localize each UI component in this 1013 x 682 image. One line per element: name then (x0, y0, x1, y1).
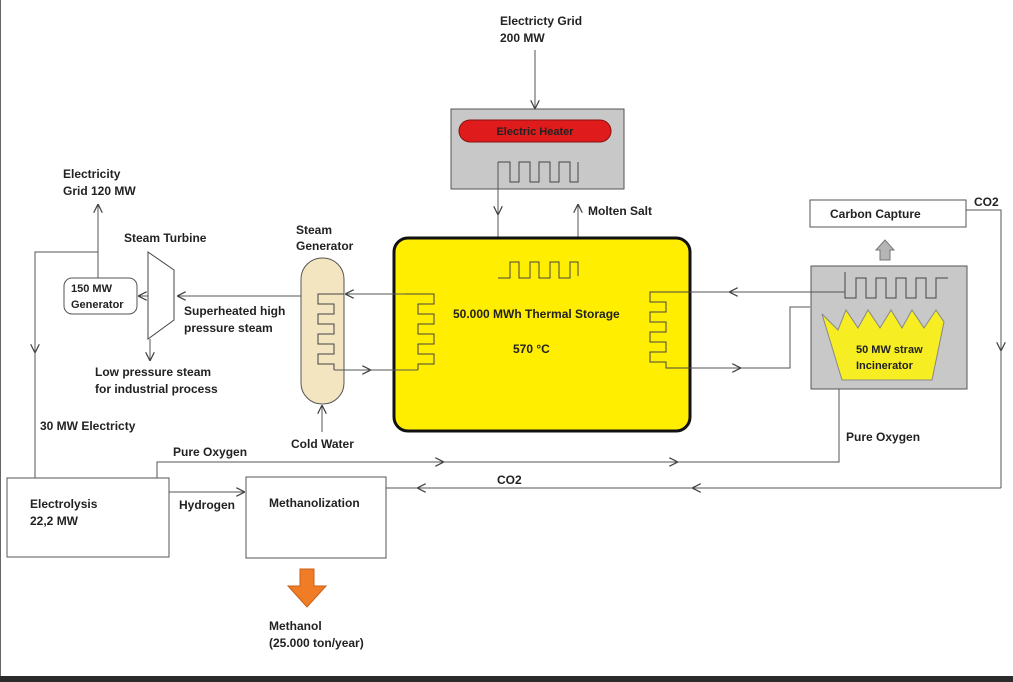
electrolysis-label-2: 22,2 MW (30, 514, 79, 528)
heater-element (458, 119, 612, 143)
co2-down-arrow (966, 209, 1001, 350)
carbon-capture-label: Carbon Capture (830, 207, 921, 221)
flame-icon (821, 308, 945, 381)
electricity-30-label: 30 MW Electricty (40, 419, 136, 433)
steam-generator-vessel (300, 257, 345, 405)
incinerator-label-2: Incinerator (856, 360, 914, 372)
storage-left-coil (405, 293, 435, 370)
grid-left-label-2: Grid 120 MW (63, 184, 136, 198)
methanolization-box (245, 476, 387, 559)
storage-top-coil (498, 261, 579, 279)
generator-label-2: Generator (71, 299, 124, 311)
steam-turbine-shape (147, 251, 175, 340)
methanol-down-arrow-icon (286, 568, 328, 608)
steam-gen-label-1: Steam (296, 223, 332, 237)
storage-temp-label: 570 °C (513, 342, 550, 356)
methanol-label-1: Methanol (269, 619, 322, 633)
co2-right-label: CO2 (974, 195, 999, 209)
incinerator-coil (844, 272, 948, 299)
bottom-bar (0, 676, 1013, 682)
steam-gen-label-2: Generator (296, 239, 354, 253)
superheated-label-2: pressure steam (184, 321, 273, 335)
generator-box (63, 277, 138, 315)
thermal-storage-tank (392, 236, 692, 433)
superheated-label-1: Superheated high (184, 304, 285, 318)
heater-coil (498, 161, 579, 183)
incinerator-label-1: 50 MW straw (856, 344, 923, 356)
molten-salt-label: Molten Salt (588, 204, 652, 218)
grid-top-label-1: Electricty Grid (500, 14, 582, 28)
pure-oxygen-right-label: Pure Oxygen (846, 430, 920, 444)
heater-label: Electric Heater (496, 126, 574, 138)
generator-label-1: 150 MW (71, 283, 113, 295)
pure-oxygen-left-label: Pure Oxygen (173, 445, 247, 459)
carbon-capture-box (809, 199, 967, 228)
low-pressure-label-1: Low pressure steam (95, 365, 211, 379)
co2-bottom-label: CO2 (497, 473, 522, 487)
steam-gen-coil (317, 293, 344, 370)
storage-to-incinerator-line (690, 306, 810, 369)
steam-turbine-label: Steam Turbine (124, 231, 207, 245)
generator-to-electrolysis-arrow (35, 251, 98, 352)
storage-capacity-label: 50.000 MWh Thermal Storage (453, 307, 620, 321)
low-pressure-label-2: for industrial process (95, 382, 218, 396)
hydrogen-label: Hydrogen (179, 498, 235, 512)
electrolysis-box (6, 477, 170, 558)
cold-water-label: Cold Water (291, 437, 354, 451)
storage-right-coil (649, 291, 690, 369)
electrolysis-label-1: Electrolysis (30, 497, 98, 511)
grid-left-label-1: Electricity (63, 167, 121, 181)
up-gray-arrow-icon (874, 239, 896, 261)
methanolization-label: Methanolization (269, 496, 360, 510)
methanol-label-2: (25.000 ton/year) (269, 636, 364, 650)
grid-top-label-2: 200 MW (500, 31, 545, 45)
